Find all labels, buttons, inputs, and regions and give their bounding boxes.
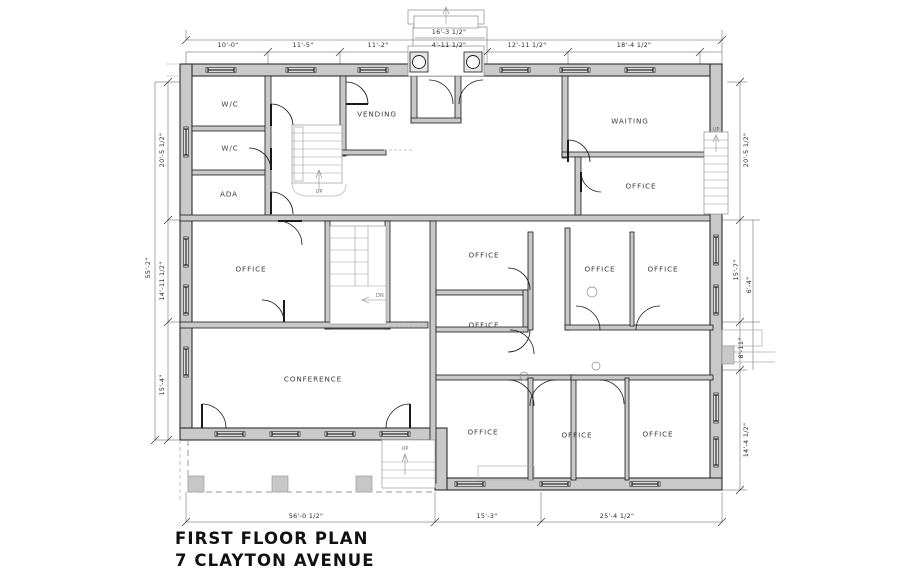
room-label: CONFERENCE	[283, 374, 343, 384]
room-label: OFFICE	[468, 320, 500, 330]
room-label: OFFICE	[584, 264, 616, 274]
exterior-stair-right	[703, 131, 729, 215]
plan-title-line-2: 7 CLAYTON AVENUE	[175, 551, 375, 570]
dimension-label-left: 20'-5 1/2"	[158, 132, 166, 168]
room-label: OFFICE	[468, 250, 500, 260]
dimension-label-bottom: 15'-3"	[476, 512, 498, 520]
room-label: OFFICE	[647, 264, 679, 274]
dimension-label-bottom: 56'-0 1/2"	[288, 512, 324, 520]
dimension-label-top: 10'-0"	[217, 41, 239, 49]
front-porch	[179, 439, 436, 500]
room-label: OFFICE	[642, 429, 674, 439]
dimension-label-bottom: 25'-4 1/2"	[599, 512, 635, 520]
dimension-label-left: 14'-11 1/2"	[158, 261, 166, 301]
dimension-label-top: 18'-4 1/2"	[616, 41, 652, 49]
dimension-label-right: 14'-4 1/2"	[742, 422, 750, 458]
plan-title-line-1: FIRST FLOOR PLAN	[175, 529, 369, 548]
dimension-lines-bottom	[185, 492, 723, 523]
stair-direction-note: UP	[712, 127, 720, 133]
main-stair-upper	[291, 124, 347, 197]
dimension-tick-marks-bottom	[181, 517, 727, 527]
dimension-label-top: 12'-11 1/2"	[507, 41, 547, 49]
dimension-label-left: 15'-4"	[158, 374, 166, 396]
stair-direction-note: UP	[315, 189, 323, 195]
dimension-label-right: 20'-5 1/2"	[742, 132, 750, 168]
room-label: OFFICE	[467, 427, 499, 437]
dimension-label-right: 8'-11"	[737, 337, 745, 359]
room-label: OFFICE	[235, 264, 267, 274]
room-label: ADA	[220, 189, 238, 199]
room-label: W/C	[221, 99, 239, 109]
stair-direction-note: UP	[401, 446, 409, 452]
dimension-label-right: 6'-4"	[745, 276, 753, 294]
dimension-tick-marks-left	[150, 77, 173, 445]
stair-direction-note: DN	[376, 293, 384, 299]
room-label: OFFICE	[625, 181, 657, 191]
room-label: OFFICE	[561, 430, 593, 440]
dimension-label-right: 15'-7"	[732, 259, 740, 281]
entrance-vestibule	[407, 6, 485, 77]
door-swings	[201, 79, 661, 429]
dimension-tick-marks-right	[735, 77, 745, 495]
room-label: WAITING	[611, 116, 649, 126]
plan-fixtures	[166, 63, 601, 481]
dimension-label-top: 11'-5"	[292, 41, 314, 49]
dimension-label-left: 55'-2"	[144, 257, 152, 279]
interior-walls	[179, 75, 714, 484]
dimension-label-top: 16'-3 1/2"	[431, 28, 467, 36]
room-label: VENDING	[357, 109, 397, 119]
room-label: W/C	[221, 143, 239, 153]
title-block: FIRST FLOOR PLAN 7 CLAYTON AVENUE	[175, 528, 595, 572]
exterior-stoop-right	[721, 329, 775, 365]
main-stair-middle	[329, 225, 387, 325]
dimension-label-top: 4'-11 1/2"	[431, 41, 467, 49]
dimension-label-top: 11'-2"	[367, 41, 389, 49]
